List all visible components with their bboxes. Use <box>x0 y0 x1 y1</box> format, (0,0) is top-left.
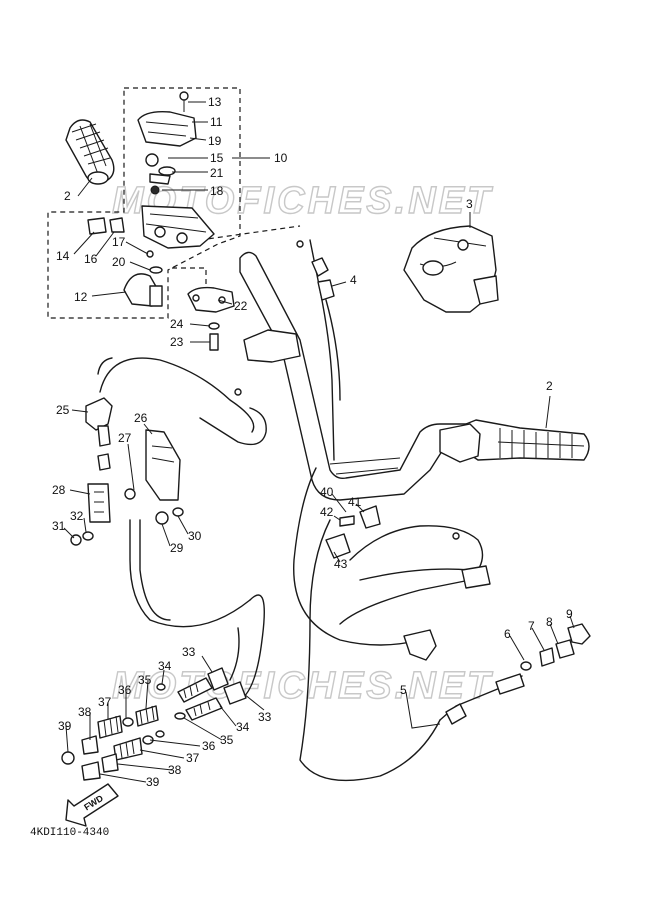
callout-24: 24 <box>170 317 184 331</box>
stop-switch-parts <box>234 240 460 559</box>
callout-26: 26 <box>134 411 148 425</box>
callout-3: 3 <box>466 197 473 211</box>
callout-30: 30 <box>188 529 202 543</box>
callout-4: 4 <box>350 273 357 287</box>
fwd-arrow-icon: FWD <box>65 783 119 827</box>
callout-7: 7 <box>528 619 535 633</box>
callout-38-upper: 38 <box>78 705 92 719</box>
callout-40: 40 <box>320 485 334 499</box>
leader-lines <box>63 101 575 783</box>
cable-adjusters <box>61 667 247 781</box>
callout-32: 32 <box>70 509 84 523</box>
cables <box>97 239 525 782</box>
callout-23: 23 <box>170 335 184 349</box>
callout-37-upper: 37 <box>98 695 112 709</box>
lower-bracket <box>187 286 235 351</box>
callout-16: 16 <box>84 252 98 266</box>
watermark-bottom: MOTOFICHES.NET <box>112 665 493 707</box>
brake-lever-assembly <box>70 397 184 546</box>
callout-34-lower: 34 <box>236 720 250 734</box>
callout-13: 13 <box>208 95 222 109</box>
callout-34-upper: 34 <box>158 659 172 673</box>
callout-41: 41 <box>348 495 362 509</box>
callout-6: 6 <box>504 627 511 641</box>
callout-11: 11 <box>210 115 223 129</box>
callout-20: 20 <box>112 255 126 269</box>
callout-33-lower: 33 <box>258 710 272 724</box>
bracket-dash-guides <box>172 225 301 296</box>
callout-37-lower: 37 <box>186 751 200 765</box>
throttle-small-parts <box>520 623 591 671</box>
callout-35-lower: 35 <box>220 733 234 747</box>
callout-39-upper: 39 <box>58 719 72 733</box>
right-grip <box>439 419 590 463</box>
callout-2-left: 2 <box>64 189 71 203</box>
callout-35-upper: 35 <box>138 673 152 687</box>
callout-33-upper: 33 <box>182 645 196 659</box>
callout-14: 14 <box>56 249 70 263</box>
callout-numbers: 13 11 19 15 10 21 18 2 14 16 17 20 12 22… <box>52 95 573 789</box>
callout-17: 17 <box>112 235 126 249</box>
callout-29: 29 <box>170 541 184 555</box>
callout-10: 10 <box>274 151 288 165</box>
callout-21: 21 <box>210 166 224 180</box>
callout-42: 42 <box>320 505 334 519</box>
callout-15: 15 <box>210 151 224 165</box>
callout-25: 25 <box>56 403 70 417</box>
callout-5: 5 <box>400 683 407 697</box>
callout-36-upper: 36 <box>118 683 132 697</box>
callout-9: 9 <box>566 607 573 621</box>
diagram-code: 4KDI110-4340 <box>30 827 109 839</box>
callout-38-lower: 38 <box>168 763 182 777</box>
callout-19: 19 <box>208 134 222 148</box>
left-switch-housing <box>87 91 215 307</box>
callout-36-lower: 36 <box>202 739 216 753</box>
handlebar <box>239 251 471 501</box>
callout-2-right: 2 <box>546 379 553 393</box>
callout-8: 8 <box>546 615 553 629</box>
left-grip <box>65 119 115 185</box>
callout-22: 22 <box>234 299 248 313</box>
callout-12: 12 <box>74 290 88 304</box>
throttle-housing <box>403 225 499 313</box>
callout-27: 27 <box>118 431 132 445</box>
callout-31: 31 <box>52 519 66 533</box>
callout-43: 43 <box>334 557 348 571</box>
callout-39-lower: 39 <box>146 775 160 789</box>
callout-18: 18 <box>210 184 224 198</box>
callout-28: 28 <box>52 483 66 497</box>
switch-assembly-box <box>47 87 241 319</box>
